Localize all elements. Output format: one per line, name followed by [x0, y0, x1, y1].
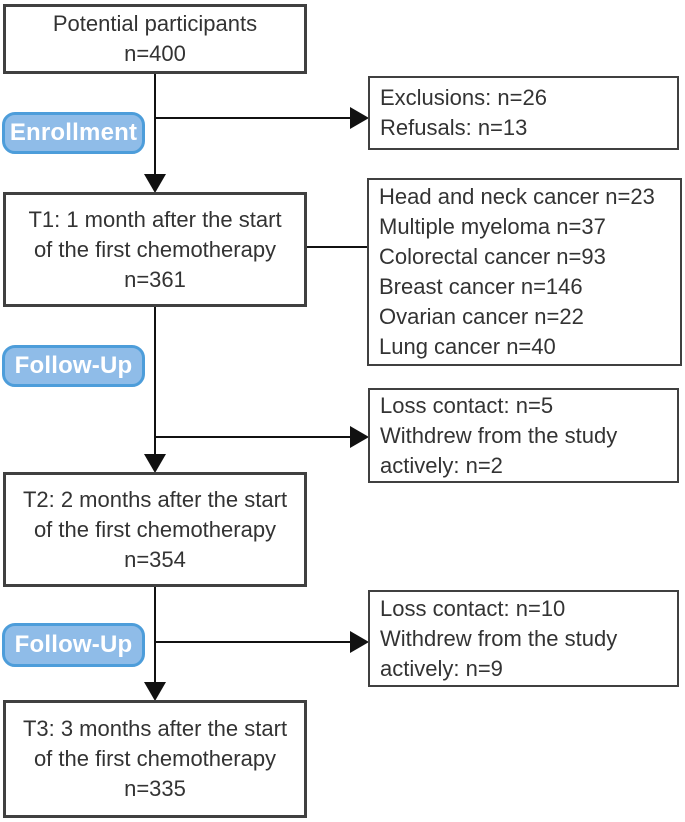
- followup-badge-1: Follow-Up: [2, 345, 145, 387]
- node-t1: T1: 1 month after the start of the first…: [3, 192, 307, 307]
- node-loss-withdrew-1: Loss contact: n=5 Withdrew from the stud…: [368, 388, 679, 483]
- enrollment-badge: Enrollment: [2, 112, 145, 154]
- followup-badge-2: Follow-Up: [2, 623, 145, 667]
- node-text-line: actively: n=9: [380, 655, 503, 681]
- node-count: n=354: [124, 546, 186, 572]
- node-text-line: Lung cancer n=40: [379, 334, 556, 359]
- node-text-line: Colorectal cancer n=93: [379, 244, 606, 269]
- node-text-line: Exclusions: n=26: [380, 85, 547, 110]
- node-potential-participants: Potential participants n=400: [3, 4, 307, 74]
- node-count: n=400: [124, 41, 186, 66]
- node-count: n=361: [124, 266, 186, 292]
- node-text-line: Withdrew from the study: [380, 625, 618, 651]
- node-exclusions-refusals: Exclusions: n=26 Refusals: n=13: [368, 76, 679, 150]
- node-text-line: actively: n=2: [380, 452, 503, 478]
- arrowhead-right-exclusions-icon: [350, 107, 369, 129]
- node-text-line: Withdrew from the study: [380, 422, 618, 448]
- node-text-line: Loss contact: n=10: [380, 595, 566, 621]
- arrowhead-right-loss-2-icon: [350, 631, 369, 653]
- node-text-line: Refusals: n=13: [380, 115, 528, 140]
- node-count: n=335: [124, 776, 186, 801]
- node-t2: T2: 2 months after the start of the firs…: [3, 472, 307, 587]
- node-text-line: Potential participants: [52, 11, 258, 36]
- node-loss-withdrew-2: Loss contact: n=10 Withdrew from the stu…: [368, 590, 679, 687]
- arrowhead-down-t3-icon: [144, 682, 166, 701]
- node-text-line: Head and neck cancer n=23: [379, 184, 655, 209]
- arrowhead-right-loss-1-icon: [350, 426, 369, 448]
- node-text-line: T2: 2 months after the start: [22, 486, 288, 512]
- node-text-line: Ovarian cancer n=22: [379, 304, 584, 329]
- node-text-line: T3: 3 months after the start: [22, 716, 288, 741]
- node-text-line: T1: 1 month after the start: [28, 206, 282, 232]
- followup-badge-1-label: Follow-Up: [14, 352, 133, 379]
- enrollment-badge-label: Enrollment: [9, 119, 138, 146]
- node-text-line: Breast cancer n=146: [379, 274, 583, 299]
- node-text-line: Loss contact: n=5: [380, 392, 554, 418]
- node-text-line: of the first chemotherapy: [33, 746, 277, 771]
- followup-badge-2-label: Follow-Up: [14, 631, 133, 658]
- node-t3: T3: 3 months after the start of the firs…: [3, 700, 307, 818]
- node-cancer-types: Head and neck cancer n=23 Multiple myelo…: [367, 178, 682, 366]
- arrowhead-down-t1-icon: [144, 174, 166, 193]
- node-text-line: Multiple myeloma n=37: [379, 214, 606, 239]
- node-text-line: of the first chemotherapy: [33, 236, 277, 262]
- node-text-line: of the first chemotherapy: [33, 516, 277, 542]
- arrowhead-down-t2-icon: [144, 454, 166, 473]
